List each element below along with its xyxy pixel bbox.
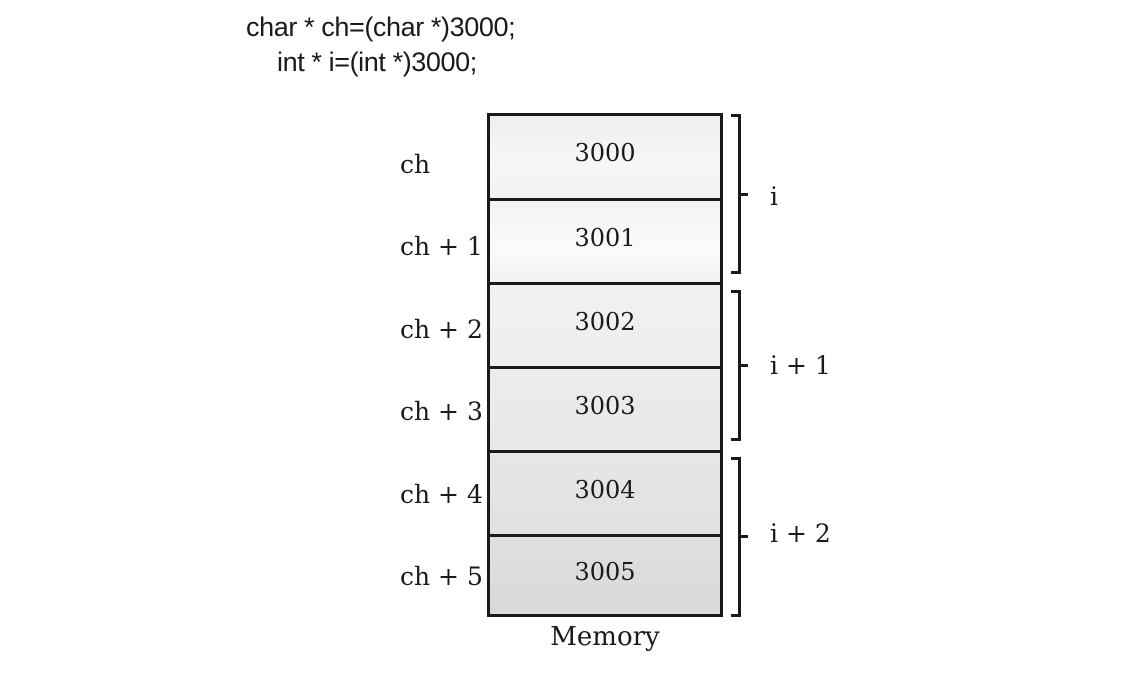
code-line-int-pointer: int * i=(int *)3000; — [277, 47, 477, 77]
int-span-bracket — [731, 457, 748, 617]
memory-block: 3000 3001 3002 3003 3004 3005 — [487, 113, 723, 617]
memory-cell: 3003 — [490, 366, 720, 450]
int-pointer-label: i — [770, 182, 778, 211]
memory-cell: 3000 — [490, 116, 720, 198]
char-pointer-label: ch + 3 — [400, 397, 483, 426]
char-pointer-label: ch + 4 — [400, 480, 483, 509]
int-pointer-label: i + 1 — [770, 351, 831, 380]
bracket-tick — [738, 193, 748, 196]
memory-cell: 3004 — [490, 450, 720, 534]
int-span-bracket — [731, 290, 748, 441]
char-pointer-label: ch + 5 — [400, 562, 483, 591]
bracket-tick — [738, 364, 748, 367]
memory-cell: 3005 — [490, 534, 720, 614]
memory-caption: Memory — [550, 622, 660, 652]
char-pointer-label: ch — [400, 150, 431, 179]
memory-cell: 3001 — [490, 198, 720, 282]
int-span-bracket — [731, 114, 748, 274]
char-pointer-label: ch + 1 — [400, 232, 483, 261]
char-pointer-label: ch + 2 — [400, 315, 483, 344]
bracket-tick — [738, 535, 748, 538]
int-pointer-label: i + 2 — [770, 519, 831, 548]
memory-cell: 3002 — [490, 282, 720, 366]
code-line-char-pointer: char * ch=(char *)3000; — [246, 12, 516, 42]
